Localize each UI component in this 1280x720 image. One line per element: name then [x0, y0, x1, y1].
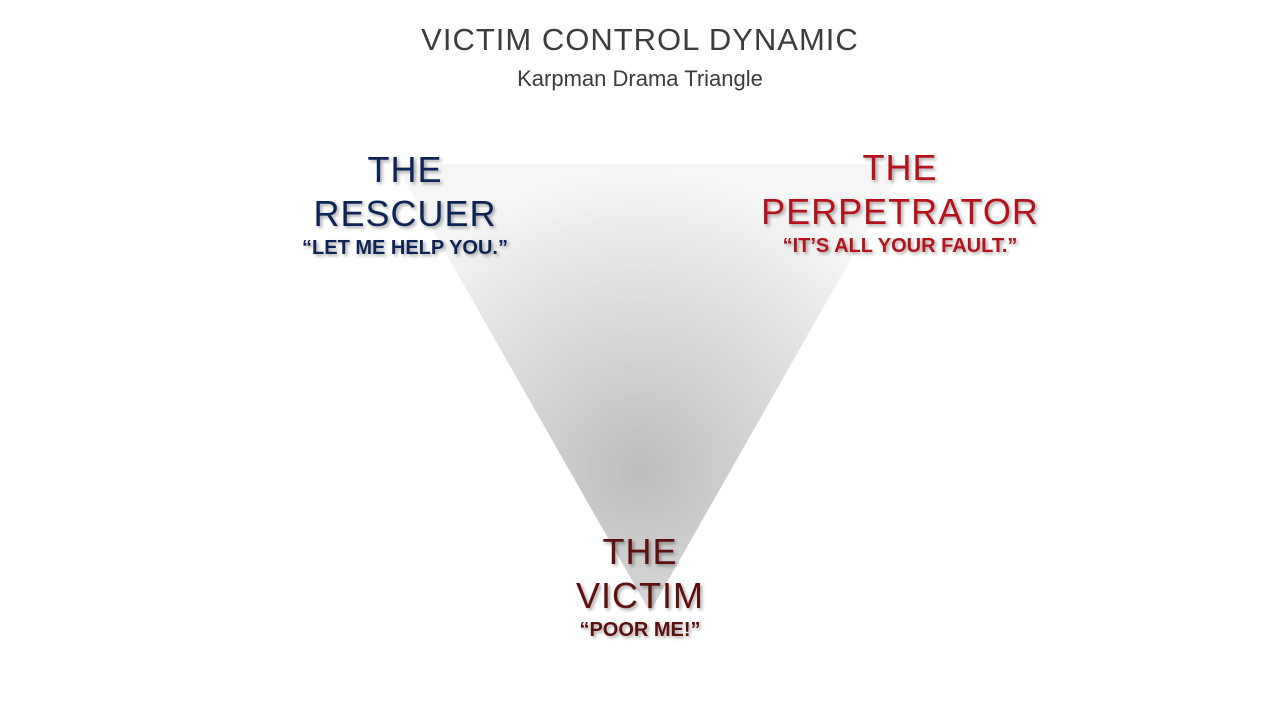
perpetrator-name: THE PERPETRATOR: [761, 147, 1039, 232]
diagram-title: VICTIM CONTROL DYNAMIC: [421, 22, 859, 57]
victim-quote: “POOR ME!”: [579, 619, 701, 641]
perpetrator-quote: “IT’S ALL YOUR FAULT.”: [782, 235, 1018, 257]
victim-name: THE VICTIM: [576, 531, 704, 616]
rescuer-quote: “LET ME HELP YOU.”: [302, 237, 508, 259]
rescuer-name: THE RESCUER: [313, 149, 497, 234]
role-victim: THE VICTIM “POOR ME!”: [520, 530, 760, 642]
triangle-shape: [395, 164, 905, 612]
role-perpetrator: THE PERPETRATOR “IT’S ALL YOUR FAULT.”: [740, 146, 1060, 258]
role-rescuer: THE RESCUER “LET ME HELP YOU.”: [280, 148, 530, 260]
diagram-subtitle: Karpman Drama Triangle: [517, 66, 763, 91]
